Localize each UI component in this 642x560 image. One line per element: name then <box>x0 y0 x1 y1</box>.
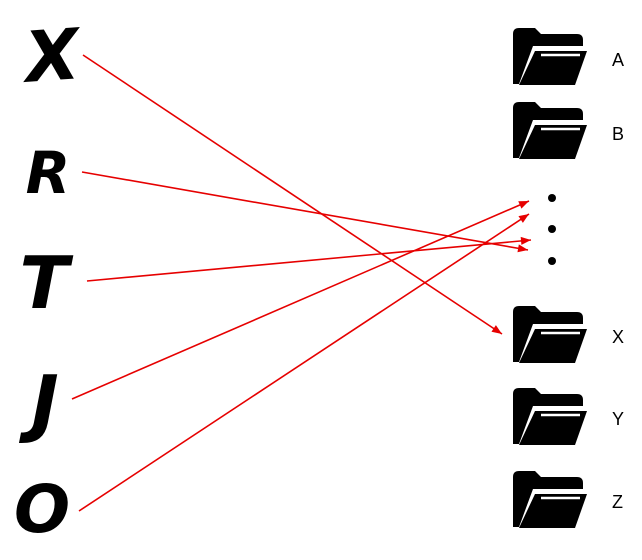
letter-r: R <box>26 139 71 207</box>
arrow-j-to-ellipsis <box>71 200 530 400</box>
folder-item-z <box>513 471 587 528</box>
folder-icon <box>513 388 587 445</box>
folder-icon <box>513 28 587 85</box>
folder-icon <box>513 471 587 528</box>
mapping-arrows <box>71 54 532 512</box>
folder-icon <box>513 306 587 363</box>
arrowhead-j <box>518 201 529 209</box>
letter-j: J <box>18 360 59 446</box>
letter-x: X <box>18 13 85 99</box>
folder-label-z: Z <box>612 492 623 512</box>
arrowhead-t <box>520 236 531 245</box>
arrow-o-to-ellipsis <box>78 213 530 512</box>
arrowhead-o <box>518 214 529 223</box>
folder-label-b: B <box>612 124 624 144</box>
folder-item-b <box>513 102 587 159</box>
letter-t: T <box>19 241 73 325</box>
handwritten-letters: X R T J O <box>14 13 85 548</box>
folder-item-x <box>513 306 587 363</box>
arrow-t-to-ellipsis <box>86 239 532 282</box>
arrowhead-x <box>491 325 502 334</box>
folder-column: A B X <box>513 28 624 528</box>
folder-label-a: A <box>612 50 624 70</box>
folder-label-y: Y <box>612 409 624 429</box>
folder-item-a <box>513 28 587 85</box>
letter-o: O <box>14 471 70 548</box>
ellipsis-dots <box>548 194 556 265</box>
folder-item-y <box>513 388 587 445</box>
folder-icon <box>513 102 587 159</box>
arrow-r-to-ellipsis <box>81 171 529 251</box>
arrow-x-to-x <box>82 54 503 335</box>
folder-label-x: X <box>612 327 624 347</box>
arrowhead-r <box>517 244 528 253</box>
